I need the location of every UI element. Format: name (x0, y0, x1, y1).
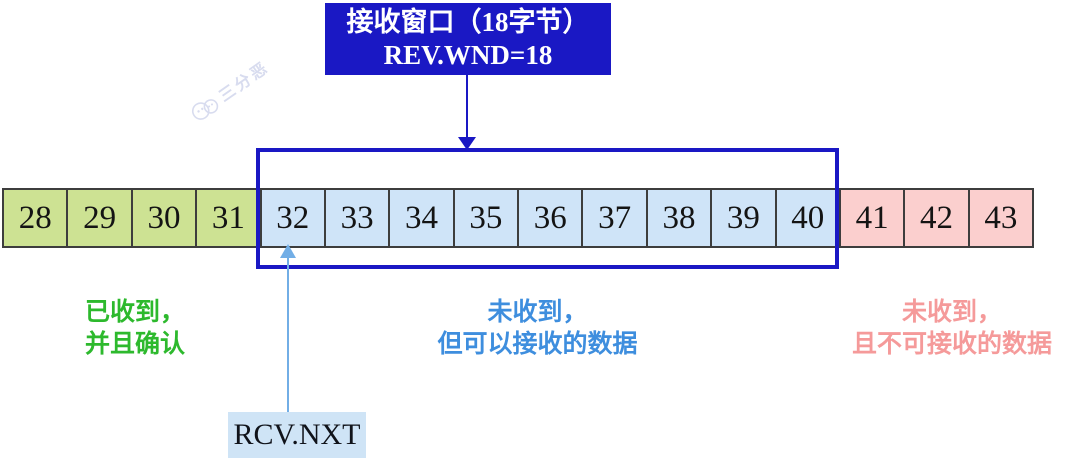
sequence-cell-43: 43 (969, 188, 1034, 248)
sequence-cell-34: 34 (390, 188, 455, 248)
receive-window-title: 接收窗口（18字节） (346, 7, 590, 37)
window-arrow-line (466, 75, 468, 139)
sequence-cell-31: 31 (197, 188, 262, 248)
rcv-nxt-arrow-head-icon (280, 244, 296, 258)
sequence-cell-36: 36 (519, 188, 584, 248)
caption-unacceptable-line2: 且不可接收的数据 (851, 331, 1052, 358)
rcv-nxt-label: RCV.NXT (228, 412, 366, 458)
sequence-cell-39: 39 (712, 188, 777, 248)
sequence-cell-28: 28 (2, 188, 69, 248)
sequence-cell-41: 41 (840, 188, 906, 248)
sequence-cell-38: 38 (647, 188, 713, 248)
caption-acceptable-line2: 但可以接收的数据 (437, 331, 638, 358)
sequence-cell-30: 30 (132, 188, 198, 248)
caption-unacceptable-line1: 未收到， (901, 299, 1002, 326)
sequence-cell-35: 35 (454, 188, 519, 248)
caption-acceptable: 未收到， 但可以接收的数据 (385, 297, 690, 361)
receive-window-size: REV.WND=18 (383, 40, 553, 70)
caption-received-line2: 并且确认 (84, 331, 185, 358)
caption-received-line1: 已收到， (84, 299, 185, 326)
receive-window-header-box: 接收窗口（18字节） REV.WND=18 (325, 3, 611, 75)
caption-acceptable-line1: 未收到， (487, 299, 588, 326)
sequence-cell-40: 40 (776, 188, 841, 248)
sequence-cell-42: 42 (905, 188, 970, 248)
sequence-cell-33: 33 (325, 188, 391, 248)
window-arrow-head-icon (458, 137, 476, 150)
watermark-text: 三分恶 (216, 58, 273, 106)
caption-received: 已收到， 并且确认 (35, 297, 235, 361)
sequence-cell-29: 29 (68, 188, 133, 248)
sequence-cell-32: 32 (261, 188, 326, 248)
watermark-faces-icon (191, 99, 219, 120)
sequence-cell-37: 37 (583, 188, 648, 248)
watermark-content: 三分恶 (185, 54, 273, 126)
watermark: 三分恶 (182, 59, 312, 157)
caption-unacceptable: 未收到， 且不可接收的数据 (797, 297, 1080, 361)
rcv-nxt-arrow-line (287, 257, 289, 412)
